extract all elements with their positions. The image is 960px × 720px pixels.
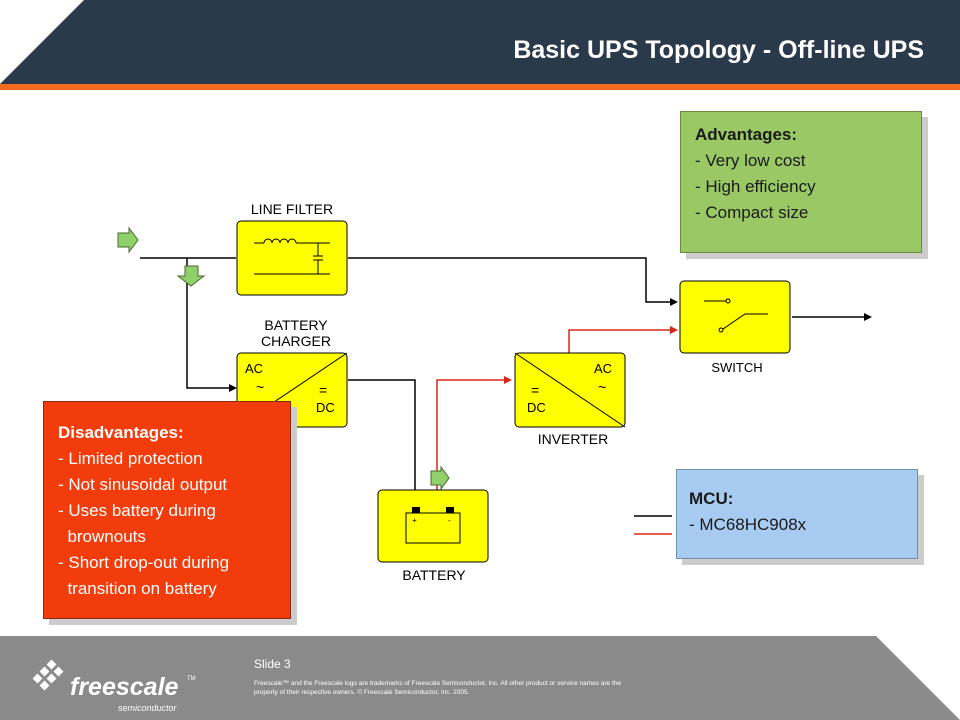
advantages-item: - Compact size (695, 203, 809, 222)
charger-ac-label: AC (245, 361, 263, 376)
advantages-item: - Very low cost (695, 151, 806, 170)
freescale-logo: freescale TM semiconductor (30, 653, 220, 713)
bypass-arrowhead (229, 384, 237, 392)
charger-label-line1: BATTERY (264, 317, 328, 333)
mcu-box: MCU: - MC68HC908x (676, 469, 918, 559)
logo-trademark: TM (187, 676, 196, 682)
slide-number: Slide 3 (254, 657, 291, 671)
black-arrowheads (229, 298, 872, 392)
battery-label: BATTERY (402, 567, 466, 583)
charger-ac-symbol: ~ (256, 379, 264, 395)
header-bar: Basic UPS Topology - Off-line UPS (0, 0, 960, 90)
charger-dc-label: DC (316, 400, 335, 415)
charger-to-battery-wire (348, 379, 416, 499)
disadvantages-item: brownouts (58, 527, 146, 546)
bypass-flow-arrow (176, 265, 206, 287)
line-filter-circuit (254, 238, 330, 275)
battery-to-inverter-wire (436, 379, 506, 499)
charger-label-line2: CHARGER (261, 333, 331, 349)
output-arrowhead (864, 313, 872, 321)
red-arrowheads (504, 326, 678, 384)
filter-to-switch-wire (348, 257, 672, 303)
disadvantages-item: - Limited protection (58, 449, 203, 468)
header-accent-stripe (0, 84, 960, 90)
inverter-ac-label: AC (594, 361, 612, 376)
footer-bar: freescale TM semiconductor Slide 3 Frees… (0, 636, 960, 720)
switch-red-arrowhead (670, 326, 678, 334)
inverter-dc-label: DC (527, 400, 546, 415)
advantages-box: Advantages: - Very low cost - High effic… (680, 111, 922, 253)
line-filter-label: LINE FILTER (251, 201, 333, 217)
battery-cell-icon (405, 507, 461, 544)
advantages-title: Advantages: (695, 125, 798, 144)
logo-subtitle: semiconductor (118, 703, 177, 713)
charger-dc-symbol: = (319, 382, 327, 398)
footer-corner (876, 636, 960, 720)
switch-arrowhead (670, 298, 678, 306)
inverter-label: INVERTER (538, 431, 609, 447)
slide-title: Basic UPS Topology - Off-line UPS (513, 36, 924, 64)
inverter-dc-symbol: = (531, 382, 539, 398)
switch-block (679, 280, 791, 354)
black-wires (140, 257, 866, 517)
logo-wordmark: freescale (70, 673, 179, 701)
disadvantages-box: Disadvantages: - Limited protection - No… (43, 401, 291, 619)
inverter-ac-symbol: ~ (598, 379, 606, 395)
input-flow-arrow (117, 226, 139, 254)
disadvantages-item: transition on battery (58, 579, 217, 598)
line-filter-block (236, 220, 348, 296)
freescale-logo-mark-icon (32, 659, 64, 691)
header-band (0, 0, 960, 84)
ups-diagram: LINE FILTER BATTERY CHARGER AC ~ = DC AC… (117, 201, 872, 583)
disadvantages-item: - Uses battery during (58, 501, 216, 520)
mcu-value: - MC68HC908x (689, 515, 807, 534)
switch-contacts (704, 298, 768, 333)
disadvantages-title: Disadvantages: (58, 423, 184, 442)
battery-plus: + (412, 516, 417, 525)
switch-label: SWITCH (711, 360, 762, 375)
inverter-diagonal (514, 352, 626, 428)
header-corner (0, 0, 84, 84)
disadvantages-item: - Short drop-out during (58, 553, 230, 572)
advantages-item: - High efficiency (695, 177, 816, 196)
bypass-wire (186, 258, 231, 389)
battery-block (377, 489, 489, 563)
disadvantages-item: - Not sinusoidal output (58, 475, 228, 494)
legal-notice: Freescale™ and the Freescale logo are tr… (254, 680, 622, 696)
inverter-arrowhead (504, 376, 512, 384)
battery-flow-arrow (430, 465, 450, 491)
battery-minus: - (448, 516, 451, 525)
mcu-title: MCU: (689, 489, 734, 508)
